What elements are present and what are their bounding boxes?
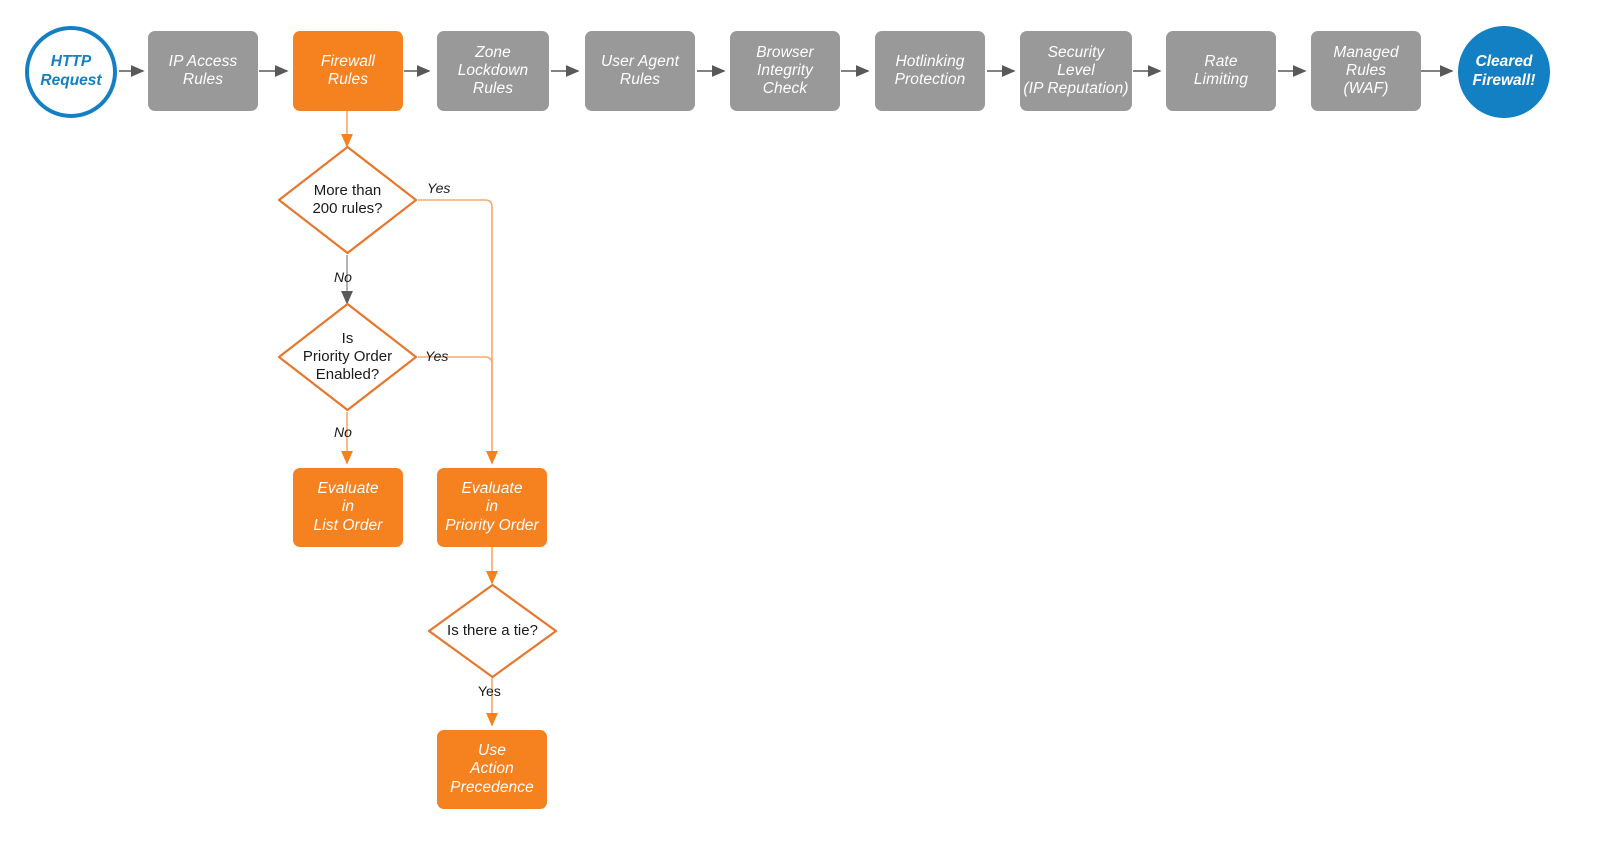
diamond-shape bbox=[277, 145, 418, 255]
node-label: Firewall Rules bbox=[320, 52, 376, 88]
node-label: User Agent Rules bbox=[601, 52, 679, 88]
node-decision-more-than-200-rules[interactable]: More than 200 rules? bbox=[277, 145, 418, 255]
node-decision-priority-order-enabled[interactable]: Is Priority Order Enabled? bbox=[277, 302, 418, 412]
diamond-shape bbox=[277, 302, 418, 412]
node-label: IP Access Rules bbox=[168, 52, 238, 88]
node-rate-limiting[interactable]: Rate Limiting bbox=[1166, 31, 1276, 111]
node-label: Use Action Precedence bbox=[450, 742, 534, 796]
node-firewall-rules[interactable]: Firewall Rules bbox=[293, 31, 403, 111]
node-zone-lockdown-rules[interactable]: Zone Lockdown Rules bbox=[437, 31, 549, 111]
node-label: HTTP Request bbox=[40, 53, 102, 89]
node-security-level[interactable]: Security Level (IP Reputation) bbox=[1020, 31, 1132, 111]
node-label: Managed Rules (WAF) bbox=[1333, 43, 1399, 98]
node-ip-access-rules[interactable]: IP Access Rules bbox=[148, 31, 258, 111]
node-user-agent-rules[interactable]: User Agent Rules bbox=[585, 31, 695, 111]
node-label: Is there a tie? bbox=[447, 622, 538, 640]
node-browser-integrity-check[interactable]: Browser Integrity Check bbox=[730, 31, 840, 111]
node-label: Browser Integrity Check bbox=[756, 43, 814, 98]
node-label: Is Priority Order Enabled? bbox=[302, 330, 393, 383]
node-http-request[interactable]: HTTP Request bbox=[25, 26, 117, 118]
node-evaluate-in-list-order[interactable]: Evaluate in List Order bbox=[293, 468, 403, 547]
node-label: Cleared Firewall! bbox=[1472, 53, 1536, 89]
node-managed-rules-waf[interactable]: Managed Rules (WAF) bbox=[1311, 31, 1421, 111]
node-label: Evaluate in List Order bbox=[313, 480, 383, 534]
node-label: Evaluate in Priority Order bbox=[445, 480, 539, 534]
edge-label-priority-order-yes: Yes bbox=[425, 348, 449, 364]
diamond-shape bbox=[427, 583, 558, 679]
node-evaluate-in-priority-order[interactable]: Evaluate in Priority Order bbox=[437, 468, 547, 547]
node-label: More than 200 rules? bbox=[312, 182, 383, 217]
node-use-action-precedence[interactable]: Use Action Precedence bbox=[437, 730, 547, 809]
node-cleared-firewall[interactable]: Cleared Firewall! bbox=[1458, 26, 1550, 118]
node-label: Zone Lockdown Rules bbox=[457, 43, 529, 98]
node-hotlinking-protection[interactable]: Hotlinking Protection bbox=[875, 31, 985, 111]
node-label: Hotlinking Protection bbox=[894, 52, 966, 88]
edge-label-tie-yes: Yes bbox=[478, 683, 501, 699]
edge-label-priority-order-no: No bbox=[334, 424, 352, 440]
edge-decision1-yes bbox=[418, 199, 498, 465]
node-label: Rate Limiting bbox=[1193, 52, 1249, 88]
node-decision-is-there-a-tie[interactable]: Is there a tie? bbox=[427, 583, 558, 679]
node-label: Security Level (IP Reputation) bbox=[1023, 43, 1129, 98]
edge-label-more-than-200-no: No bbox=[334, 269, 352, 285]
edge-label-more-than-200-yes: Yes bbox=[427, 180, 451, 196]
